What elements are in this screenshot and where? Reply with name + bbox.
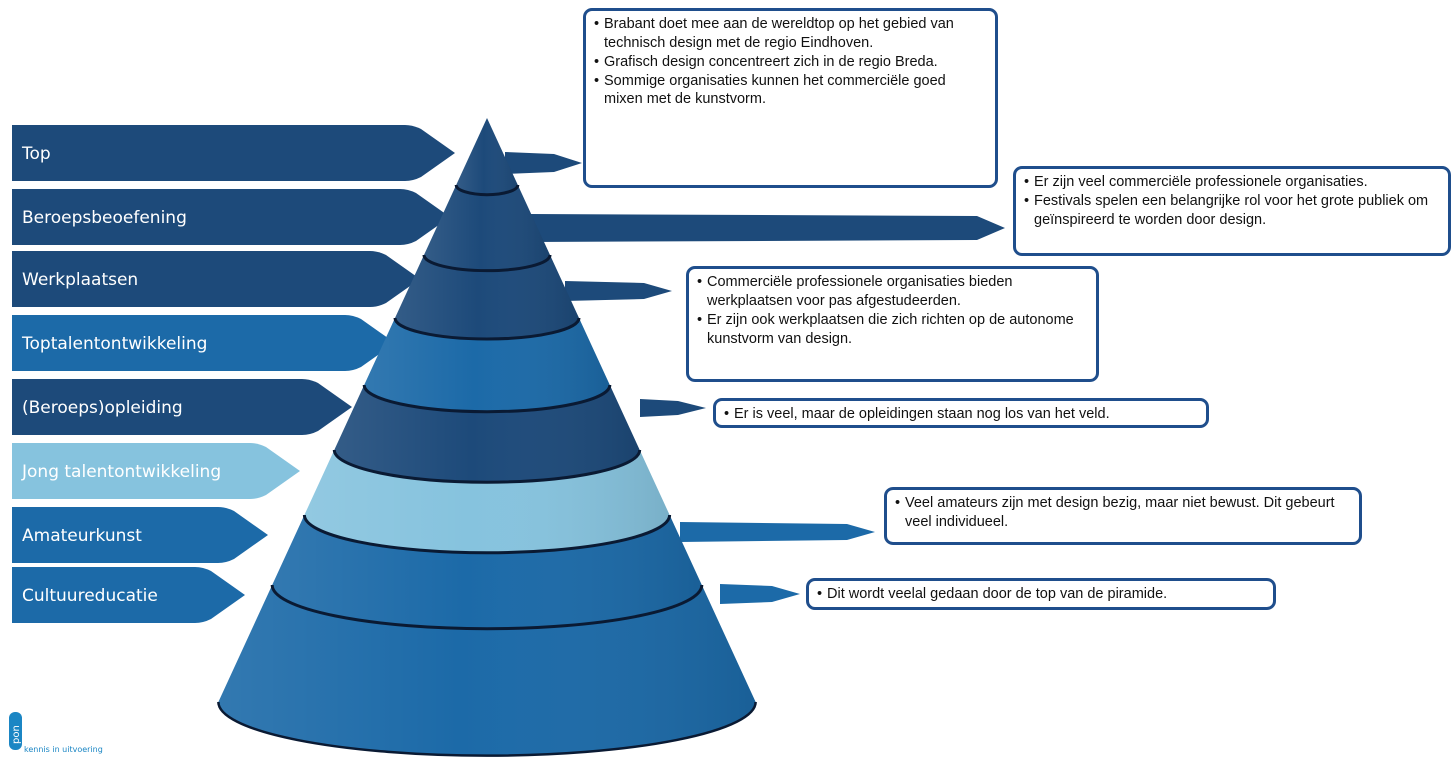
bullet-icon: • bbox=[697, 274, 703, 290]
note-bullet-item: •Festivals spelen een belangrijke rol vo… bbox=[1024, 192, 1440, 230]
bullet-icon: • bbox=[594, 16, 600, 32]
level-label-text: Werkplaatsen bbox=[22, 270, 138, 290]
level-label-shape bbox=[12, 251, 420, 307]
level-label-text: Amateurkunst bbox=[22, 526, 142, 546]
note-text: Er zijn ook werkplaatsen die zich richte… bbox=[707, 311, 1074, 347]
level-label-cultuureducatie: Cultuureducatie bbox=[12, 567, 245, 623]
connector-arrow bbox=[530, 214, 1005, 242]
level-label-text: Beroepsbeoefening bbox=[22, 208, 187, 228]
note-beroepsopleiding: •Er is veel, maar de opleidingen staan n… bbox=[713, 398, 1209, 428]
note-werkplaatsen: •Commerciële professionele organisaties … bbox=[686, 266, 1099, 382]
note-text: Er zijn veel commerciële professionele o… bbox=[1034, 174, 1368, 190]
pyramid-separator bbox=[393, 317, 581, 341]
level-label-text: Top bbox=[21, 144, 51, 164]
level-label-top: Top bbox=[12, 125, 455, 181]
pyramid-band-shade bbox=[395, 255, 579, 339]
pyramid-band-shade bbox=[334, 385, 640, 483]
pyramid-separator bbox=[270, 584, 704, 631]
note-text: Dit wordt veelal gedaan door de top van … bbox=[827, 586, 1168, 602]
note-text: Veel amateurs zijn met design bezig, maa… bbox=[905, 495, 1335, 530]
bullet-icon: • bbox=[724, 406, 730, 422]
level-label-beroepsopleiding: (Beroeps)opleiding bbox=[12, 379, 352, 435]
note-bullet-item: •Brabant doet mee aan de wereldtop op he… bbox=[594, 15, 987, 53]
bullet-icon: • bbox=[594, 53, 600, 70]
level-label-text: Jong talentontwikkeling bbox=[21, 462, 221, 482]
pyramid-band-shade bbox=[218, 585, 756, 756]
logo-mark-text: pon bbox=[11, 725, 22, 744]
note-amateurkunst: •Veel amateurs zijn met design bezig, ma… bbox=[884, 487, 1362, 545]
bullet-icon: • bbox=[1024, 192, 1030, 209]
note-bullet-item: •Commerciële professionele organisaties … bbox=[697, 273, 1088, 311]
level-label-shape bbox=[12, 189, 450, 245]
note-top: •Brabant doet mee aan de wereldtop op he… bbox=[583, 8, 998, 188]
logo-mark-shape bbox=[9, 712, 22, 750]
note-bullet-item: •Er zijn veel commerciële professionele … bbox=[1024, 173, 1440, 192]
pyramid-band-shade bbox=[456, 118, 518, 195]
level-label-toptalentontwikkeling: Toptalentontwikkeling bbox=[12, 315, 395, 371]
bullet-icon: • bbox=[594, 72, 600, 89]
note-text: Brabant doet mee aan de wereldtop op het… bbox=[604, 16, 954, 51]
note-text: Commerciële professionele organisaties b… bbox=[707, 274, 1013, 309]
level-label-shape bbox=[12, 315, 395, 371]
note-beroepsbeoefening: •Er zijn veel commerciële professionele … bbox=[1013, 166, 1451, 256]
level-label-shape bbox=[12, 507, 268, 563]
connector-arrow bbox=[640, 399, 706, 417]
note-cultuureducatie: •Dit wordt veelal gedaan door de top van… bbox=[806, 578, 1276, 610]
level-label-werkplaatsen: Werkplaatsen bbox=[12, 251, 420, 307]
note-text: Er is veel, maar de opleidingen staan no… bbox=[734, 406, 1110, 422]
note-bullet-item: •Sommige organisaties kunnen het commerc… bbox=[594, 72, 987, 110]
bullet-icon: • bbox=[895, 495, 901, 511]
level-label-text: Toptalentontwikkeling bbox=[21, 334, 207, 354]
note-text: Sommige organisaties kunnen het commerci… bbox=[604, 72, 946, 108]
logo-tagline: kennis in uitvoering bbox=[24, 745, 103, 754]
level-label-amateurkunst: Amateurkunst bbox=[12, 507, 268, 563]
connector-arrow bbox=[720, 584, 800, 604]
pyramid-separator bbox=[422, 254, 552, 273]
connector-arrow bbox=[565, 281, 672, 301]
note-text: Grafisch design concentreert zich in de … bbox=[604, 53, 938, 70]
level-label-jong-talentontwikkeling: Jong talentontwikkeling bbox=[12, 443, 300, 499]
pyramid-separator bbox=[362, 384, 612, 414]
level-label-shape bbox=[12, 379, 352, 435]
pyramid-separator bbox=[454, 184, 520, 197]
bullet-icon: • bbox=[697, 311, 703, 328]
connector-arrow bbox=[680, 522, 875, 542]
pyramid-band-shade bbox=[272, 515, 702, 629]
note-bullet-item: •Er is veel, maar de opleidingen staan n… bbox=[724, 405, 1198, 424]
pyramid-band-shade bbox=[304, 450, 670, 553]
pyramid-separator bbox=[302, 514, 672, 555]
level-label-shape bbox=[12, 443, 300, 499]
pyramid-base-rim bbox=[217, 701, 757, 757]
note-bullet-item: •Veel amateurs zijn met design bezig, ma… bbox=[895, 494, 1351, 532]
pon-logo: pon bbox=[9, 712, 22, 750]
note-bullet-item: •Grafisch design concentreert zich in de… bbox=[594, 53, 987, 72]
note-bullet-item: •Dit wordt veelal gedaan door de top van… bbox=[817, 585, 1265, 604]
level-label-beroepsbeoefening: Beroepsbeoefening bbox=[12, 189, 450, 245]
level-label-text: Cultuureducatie bbox=[22, 586, 158, 606]
pyramid-separator bbox=[332, 449, 642, 484]
level-label-shape bbox=[12, 567, 245, 623]
bullet-icon: • bbox=[1024, 174, 1030, 190]
pyramid bbox=[217, 118, 757, 757]
note-text: Festivals spelen een belangrijke rol voo… bbox=[1034, 192, 1429, 228]
pyramid-band-shade bbox=[423, 185, 551, 271]
level-label-text: (Beroeps)opleiding bbox=[22, 398, 183, 418]
bullet-icon: • bbox=[817, 586, 823, 602]
pyramid-band-shade bbox=[364, 318, 610, 412]
note-bullet-item: •Er zijn ook werkplaatsen die zich richt… bbox=[697, 311, 1088, 349]
connector-arrow bbox=[505, 152, 582, 174]
level-label-shape bbox=[12, 125, 455, 181]
